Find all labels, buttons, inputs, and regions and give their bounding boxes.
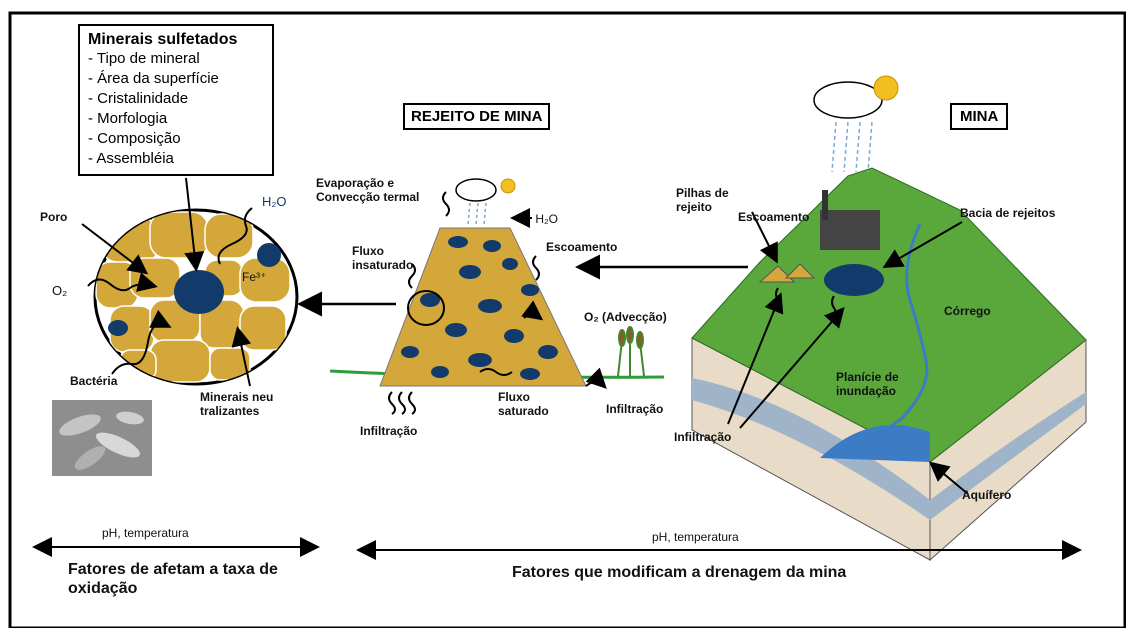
sulfide-minerals-box: Minerais sulfetados - Tipo de mineral - … xyxy=(78,24,274,176)
stream-label: Córrego xyxy=(944,304,991,318)
minerals-item: - Morfologia xyxy=(88,110,168,127)
basin-label: Bacia de rejeitos xyxy=(960,206,1056,220)
pore-label: Poro xyxy=(40,210,68,224)
evaporation-label: Evaporação e Convecção termal xyxy=(316,176,420,204)
particle-arrows xyxy=(81,177,253,387)
minerals-item: - Assembléia xyxy=(88,150,174,167)
saturated-flow-label: Fluxo saturado xyxy=(498,390,549,418)
fe-label: Fe³⁺ xyxy=(242,270,267,284)
mine-runoff-label: Escoamento xyxy=(738,210,810,224)
left-caption: Fatores de afetam a taxa de oxidação xyxy=(68,561,278,597)
unsaturated-flow-label: Fluxo insaturado xyxy=(352,244,414,272)
bacteria-micrograph xyxy=(52,400,152,476)
minerals-item: - Área da superfície xyxy=(88,70,219,87)
tailings-infiltration-left: Infiltração xyxy=(360,424,418,438)
mine-arrows xyxy=(727,211,969,495)
o2-label: O₂ xyxy=(52,283,68,298)
minerals-title: Minerais sulfetados xyxy=(88,31,238,48)
piles-label: Pilhas de rejeito xyxy=(676,186,729,214)
outer-frame xyxy=(8,11,1126,628)
floodplain-label: Planície de inundação xyxy=(836,370,899,398)
tailings-infiltration-right: Infiltração xyxy=(606,402,664,416)
aquifer-label: Aquífero xyxy=(962,488,1012,502)
mine-infiltration-label: Infiltração xyxy=(674,430,732,444)
h2o-label: H₂O xyxy=(262,194,287,209)
particle-closeup xyxy=(93,208,299,386)
tailings-heap xyxy=(329,178,665,415)
tailings-runoff-label: Escoamento xyxy=(546,240,618,254)
mine-title: MINA xyxy=(950,103,1009,130)
minerals-item: - Cristalinidade xyxy=(88,90,189,107)
minerals-list: - Tipo de mineral - Área da superfície -… xyxy=(88,49,264,169)
mine-block xyxy=(691,75,1087,562)
o2-advection-label: O₂ (Advecção) xyxy=(584,310,667,324)
neutralizing-label: Minerais neu tralizantes xyxy=(200,390,274,418)
left-ph-label: pH, temperatura xyxy=(102,526,189,540)
tailings-title: REJEITO DE MINA xyxy=(403,103,551,130)
tailings-h2o-label: ← H₂O xyxy=(520,212,558,226)
minerals-item: - Composição xyxy=(88,130,181,147)
bacteria-label: Bactéria xyxy=(70,374,118,388)
right-ph-label: pH, temperatura xyxy=(652,530,739,544)
minerals-item: - Tipo de mineral xyxy=(88,50,200,67)
right-caption: Fatores que modificam a drenagem da mina xyxy=(512,564,847,581)
